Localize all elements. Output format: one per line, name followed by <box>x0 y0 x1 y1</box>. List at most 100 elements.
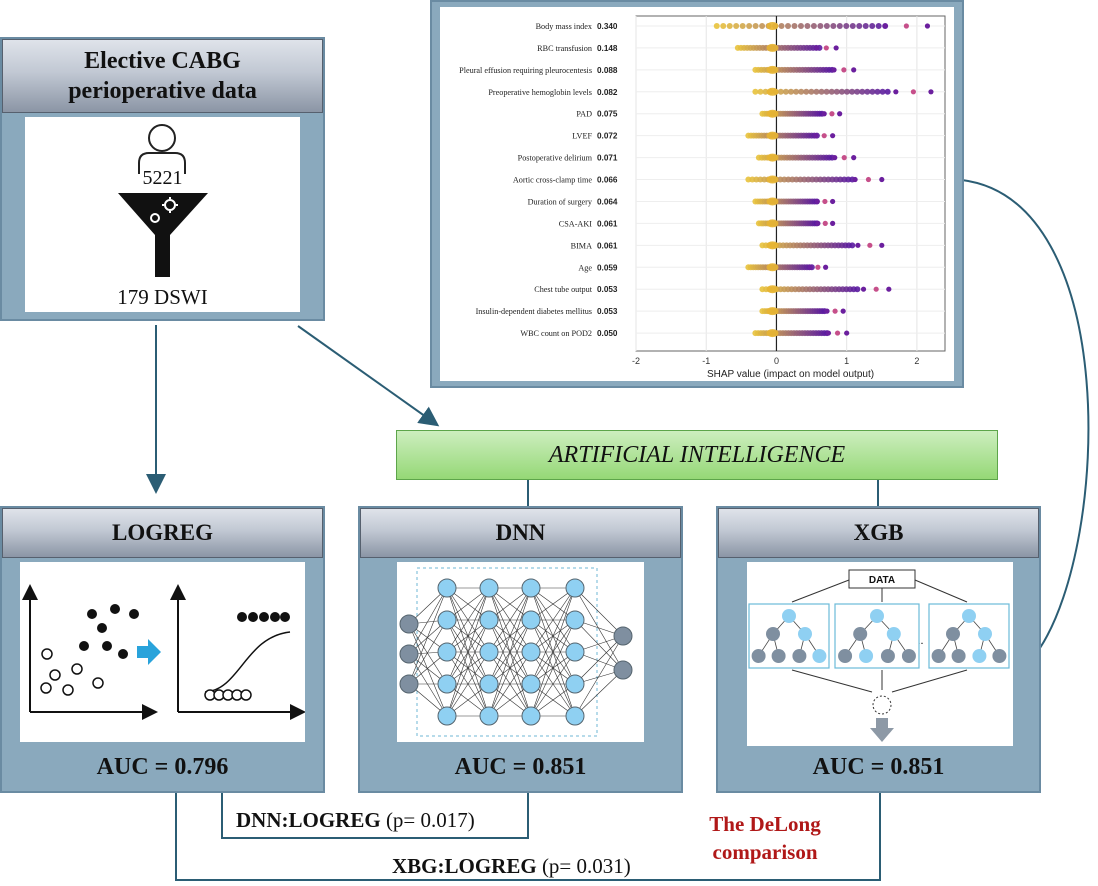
comparison-dnn-logreg: DNN:LOGREG (p= 0.017) <box>236 808 475 833</box>
shap-point <box>849 242 856 249</box>
network-node <box>565 674 585 694</box>
feature-name: Duration of surgery <box>528 197 593 206</box>
xgb-tree-node <box>766 627 780 641</box>
shap-point <box>778 23 785 29</box>
feature-importance: 0.071 <box>597 154 618 163</box>
network-edge <box>408 619 448 685</box>
network-edge <box>574 635 624 717</box>
feature-points <box>734 43 839 52</box>
x-tick-label: -1 <box>702 356 710 366</box>
network-edge <box>488 587 532 717</box>
shap-outlier-point <box>851 67 857 73</box>
shap-point <box>862 23 869 29</box>
delong-line1: The DeLong <box>709 812 821 836</box>
shap-point <box>818 88 825 95</box>
shap-outlier-point <box>832 308 838 314</box>
feature-name: CSA-AKI <box>559 219 592 228</box>
shap-point <box>859 88 866 95</box>
feature-points <box>713 22 931 30</box>
shap-outlier-point <box>882 23 888 29</box>
shap-point <box>838 88 845 95</box>
shap-point <box>797 23 804 29</box>
shap-outlier-point <box>825 330 832 336</box>
feature-name: Body mass index <box>536 22 592 31</box>
shap-outlier-point <box>813 133 819 139</box>
shap-density-blob <box>766 241 779 250</box>
shap-outlier-point <box>833 45 839 51</box>
feature-importance: 0.053 <box>597 285 618 294</box>
dnn-auc: AUC = 0.851 <box>454 754 587 780</box>
shap-point <box>849 88 856 95</box>
shap-point <box>836 23 843 29</box>
dnn-header: DNN <box>360 508 681 558</box>
xgb-tree-node <box>870 609 884 623</box>
shap-point <box>777 88 784 95</box>
logreg-auc: AUC = 0.796 <box>96 754 229 780</box>
feature-points <box>745 131 836 140</box>
network-edge <box>574 669 624 717</box>
network-node <box>565 578 585 598</box>
feature-importance: 0.064 <box>597 197 618 206</box>
xgb-data-label: DATA <box>869 575 895 586</box>
comparison-xbg-logreg-pair: XBG:LOGREG <box>392 854 537 878</box>
network-node <box>479 706 499 726</box>
shap-point <box>854 286 861 293</box>
feature-name: BIMA <box>571 241 592 250</box>
shap-outlier-point <box>815 264 821 270</box>
logreg-plot <box>22 584 306 720</box>
shap-outlier-point <box>815 220 821 226</box>
scatter-open-dots <box>40 648 104 696</box>
shap-outlier-point <box>844 330 850 336</box>
shap-outlier-point <box>928 89 934 95</box>
shap-density-blob <box>766 175 779 184</box>
tree-ensemble-diagram: DATA ... x̄ <box>748 569 1010 742</box>
xgb-panel: XGB DATA ... x̄ AUC = 0.851 <box>716 506 1041 793</box>
shap-outlier-point <box>873 286 879 292</box>
xgb-tree-leaf <box>838 649 853 663</box>
shap-point <box>843 23 850 29</box>
network-edge <box>446 619 490 717</box>
sigmoid-filled-dots <box>237 612 290 622</box>
feature-importance: 0.061 <box>597 219 618 228</box>
funnel-icon <box>118 193 208 277</box>
data-panel: Elective CABG perioperative data 5221 <box>0 37 325 321</box>
shap-outlier-point <box>860 286 867 292</box>
neural-network-diagram <box>399 567 633 737</box>
feature-points <box>752 87 934 96</box>
shap-density-blob <box>766 307 779 316</box>
shap-outlier-point <box>841 67 847 73</box>
logreg-graphic <box>20 562 306 742</box>
xgb-tree-leaf <box>931 649 946 663</box>
network-edge <box>446 587 490 717</box>
xgb-tree-leaf <box>992 649 1007 663</box>
shap-density-blob <box>766 153 779 162</box>
network-node <box>521 610 541 630</box>
comparison-xbg-logreg-p: (p= 0.031) <box>541 854 631 878</box>
shap-outlier-point <box>822 220 828 226</box>
shap-outlier-point <box>867 242 873 248</box>
feature-name: Chest tube output <box>534 285 592 294</box>
shap-point <box>817 23 824 29</box>
comparison-dnn-logreg-p: (p= 0.017) <box>385 808 475 832</box>
network-edge <box>530 651 576 717</box>
bracket-xbg-logreg <box>175 793 881 881</box>
feature-points <box>759 307 846 316</box>
shap-outlier-point <box>829 111 835 117</box>
feature-name: Postoperative delirium <box>518 154 593 163</box>
shap-outlier-point <box>910 89 916 95</box>
shap-density-blob <box>766 219 779 228</box>
xgb-auc: AUC = 0.851 <box>812 754 945 780</box>
delong-label: The DeLong comparison <box>680 810 850 866</box>
comparison-xbg-logreg: XBG:LOGREG (p= 0.031) <box>392 854 631 879</box>
feature-importance: 0.340 <box>597 22 618 31</box>
plot-frame <box>635 15 946 352</box>
network-edge <box>574 587 624 637</box>
right-arrow-icon <box>137 639 161 665</box>
shap-point <box>782 88 789 95</box>
network-node <box>479 578 499 598</box>
shap-point <box>849 23 856 29</box>
network-node <box>565 610 585 630</box>
shap-point <box>854 88 861 95</box>
curve-xgb-to-shap <box>961 179 1090 649</box>
network-edge <box>408 587 448 685</box>
